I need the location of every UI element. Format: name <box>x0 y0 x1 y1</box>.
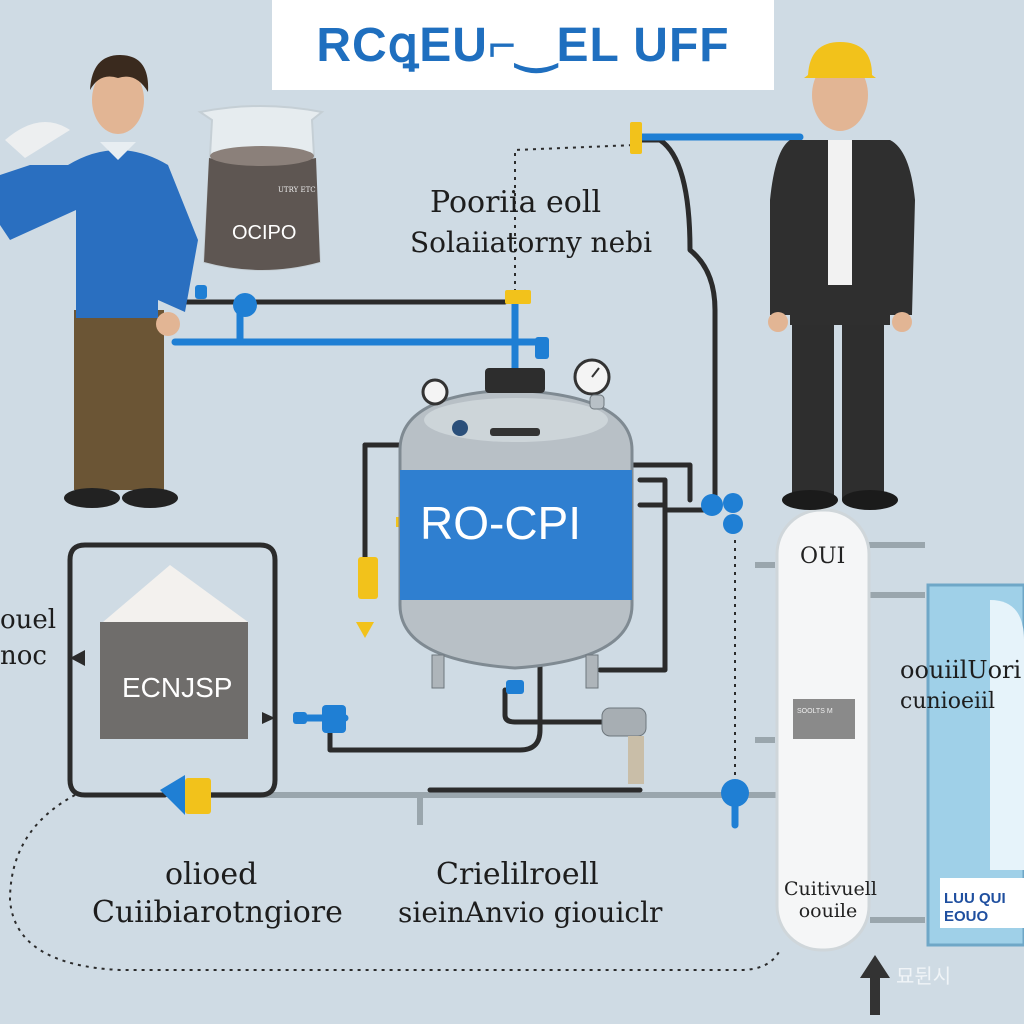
label-left-1: ouel <box>0 605 56 635</box>
label-bottom-left-2: Cuiibiarotngiore <box>92 895 343 930</box>
beaker-small-label: UTRY ETC <box>278 186 316 194</box>
watermark: 묘뒨시 <box>896 964 952 988</box>
pressure-gauge-icon <box>421 358 611 410</box>
beaker-label: OCIPO <box>232 222 297 244</box>
engineer-right-figure <box>768 42 915 510</box>
label-left-2: noc <box>0 641 47 671</box>
technician-left-figure <box>0 55 198 508</box>
beaker-icon <box>197 105 325 271</box>
blue-unit-label-1: LUU QUI <box>944 890 1006 907</box>
tank-label: RO-CPI <box>420 497 581 549</box>
blue-unit-label: LUU QUI EOUO <box>944 890 1006 926</box>
filter-box-icon <box>70 565 275 739</box>
title-banner: RCꝗEU⌐‿EL UFF <box>272 0 774 90</box>
label-top-center-1: Pooriia eoll <box>430 185 601 220</box>
filter-box-label: ECNJSP <box>122 672 233 703</box>
diagram-labels: Pooriia eoll Solaiiatorny nebi ouel noc … <box>0 185 1022 930</box>
cylinder-bottom-label: Cuitivuell oouile <box>784 878 877 922</box>
cylinder-tag <box>793 699 855 739</box>
blue-unit-label-2: EOUO <box>944 908 989 925</box>
dark-pipes <box>67 137 718 798</box>
cylinder-bottom-label-2: oouile <box>798 900 858 922</box>
valve-icon <box>185 122 642 814</box>
label-bottom-left-1: olioed <box>165 857 257 892</box>
label-bottom-center-2: sieinAnvio giouiclr <box>398 896 663 929</box>
cylinder-top-label: OUI <box>800 544 846 569</box>
label-bottom-center-1: Crielilroell <box>436 857 599 892</box>
cylinder-tag-label: SOOLTS M <box>797 708 833 715</box>
cartridge-icon <box>601 707 647 784</box>
label-right-1: oouiilUori <box>900 656 1022 684</box>
outlet-arrow-icon <box>860 955 890 1015</box>
label-right-2: cunioeiil <box>900 689 995 714</box>
blue-unit-icon <box>926 583 1024 947</box>
tank-icon <box>398 368 634 689</box>
dotted-flow-lines <box>8 144 781 971</box>
pipe-fittings <box>160 285 749 815</box>
label-top-center-2: Solaiiatorny nebi <box>410 226 652 259</box>
cylinder-bottom-label-1: Cuitivuell <box>784 878 877 900</box>
page-title: RCꝗEU⌐‿EL UFF <box>316 19 730 72</box>
background-pipes <box>210 542 925 923</box>
